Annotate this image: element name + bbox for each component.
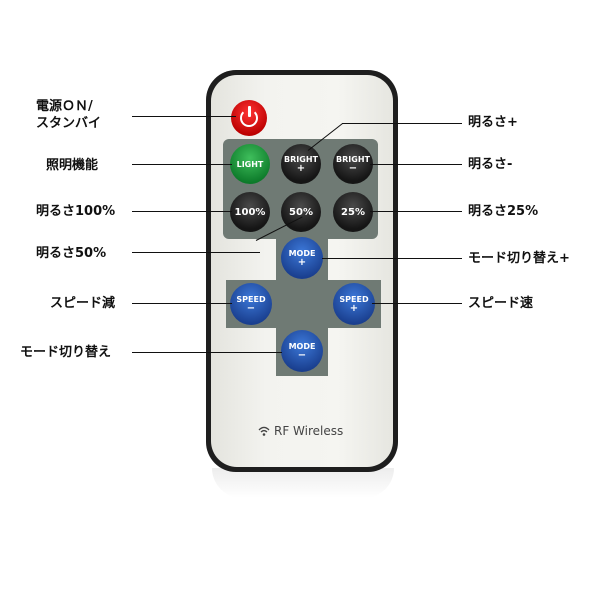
label-brightness-up: 明るさ+ — [468, 115, 518, 130]
remote-shadow — [212, 468, 394, 498]
minus-icon: − — [297, 349, 307, 361]
power-button[interactable] — [231, 100, 267, 136]
leader-brightness-100 — [132, 211, 232, 212]
brand-label: RF Wireless — [274, 424, 344, 438]
power-icon — [240, 109, 258, 127]
minus-icon: − — [246, 302, 256, 314]
label-mode-down: モード切り替え — [20, 345, 112, 360]
plus-icon: + — [296, 162, 306, 174]
plus-icon: + — [349, 302, 359, 314]
mode-plus-button[interactable]: MODE + — [281, 237, 323, 279]
brightness-100-button[interactable]: 100% — [230, 192, 270, 232]
speed-minus-button[interactable]: SPEED − — [230, 283, 272, 325]
wireless-icon — [258, 426, 270, 436]
leader-speed-down — [132, 303, 232, 304]
speed-plus-button[interactable]: SPEED + — [333, 283, 375, 325]
minus-icon: − — [348, 162, 358, 174]
label-brightness-50: 明るさ50% — [36, 246, 107, 261]
label-speed-up: スピード速 — [468, 296, 534, 311]
leader-power — [132, 116, 236, 117]
label-brightness-25: 明るさ25% — [468, 204, 539, 219]
speed-minus-label: SPEED — [236, 294, 266, 304]
label-speed-down: スピード減 — [50, 296, 116, 311]
label-power-line2: スタンバイ — [36, 116, 102, 131]
label-brightness-100: 明るさ100% — [36, 204, 116, 219]
bright-plus-button[interactable]: BRIGHT + — [281, 144, 321, 184]
speed-plus-label: SPEED — [339, 294, 369, 304]
label-brightness-down: 明るさ- — [468, 157, 513, 172]
brightness-100-label: 100% — [234, 206, 266, 218]
mode-minus-button[interactable]: MODE − — [281, 330, 323, 372]
leader-brightness-25 — [370, 211, 462, 212]
mode-minus-label: MODE — [288, 341, 316, 351]
power-icon-stem — [247, 106, 251, 117]
leader-brightness-50 — [132, 252, 260, 253]
bright-plus-label: BRIGHT — [284, 154, 318, 164]
brightness-50-label: 50% — [289, 206, 313, 218]
label-power-line1: 電源ＯＮ/ — [36, 99, 93, 114]
light-button-label: LIGHT — [236, 159, 264, 169]
label-lighting: 照明機能 — [46, 158, 99, 173]
leader-mode-down — [132, 352, 282, 353]
bright-minus-button[interactable]: BRIGHT − — [333, 144, 373, 184]
brightness-25-label: 25% — [341, 206, 365, 218]
label-power: 電源ＯＮ/ スタンバイ — [36, 98, 126, 132]
leader-speed-up — [372, 303, 462, 304]
leader-brightness-down — [370, 164, 462, 165]
brightness-50-button[interactable]: 50% — [281, 192, 321, 232]
leader-brightness-up — [342, 123, 462, 124]
label-mode-up: モード切り替え+ — [468, 251, 570, 266]
leader-mode-up — [322, 258, 462, 259]
leader-lighting — [132, 164, 232, 165]
bright-minus-label: BRIGHT — [336, 154, 370, 164]
mode-plus-label: MODE — [288, 248, 316, 258]
plus-icon: + — [297, 256, 307, 268]
light-button[interactable]: LIGHT — [230, 144, 270, 184]
brightness-25-button[interactable]: 25% — [333, 192, 373, 232]
